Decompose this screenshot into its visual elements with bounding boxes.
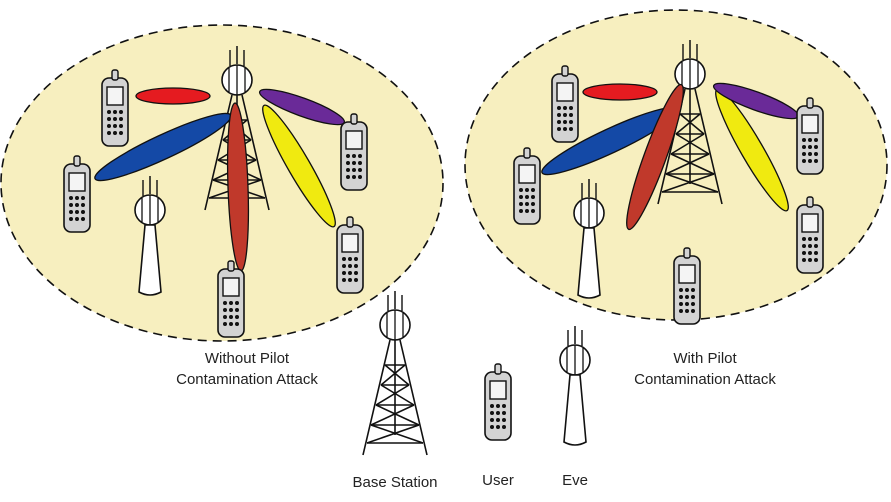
right-cell [464,9,888,325]
legend-eve-icon [560,326,590,445]
right-user-1 [551,65,579,143]
legend-base-station-label: Base Station [352,474,438,491]
right-caption-line2: Contamination Attack [634,371,776,388]
legend-icons [363,291,590,455]
right-caption: With Pilot Contamination Attack [610,348,800,390]
right-user-4 [796,196,824,274]
left-user-1 [101,69,129,147]
legend-eve-label: Eve [562,472,588,489]
legend-user-icon [484,363,512,441]
legend-base-station-icon [363,291,427,455]
left-cell [0,24,444,342]
right-user-5 [673,247,701,325]
right-beam-red [582,83,658,101]
right-user-3 [796,97,824,175]
left-caption-line2: Contamination Attack [176,371,318,388]
left-user-5 [217,260,245,338]
left-user-2 [63,155,91,233]
left-beam-yellow [262,104,336,228]
right-caption-line1: With Pilot [673,350,737,367]
right-user-2 [513,147,541,225]
left-caption: Without Pilot Contamination Attack [152,348,342,390]
left-caption-line1: Without Pilot [204,350,290,367]
right-beam-brown [626,83,684,231]
left-user-3 [340,113,368,191]
left-user-4 [336,216,364,294]
left-beam-red [135,87,211,105]
legend-user-label: User [482,472,514,489]
